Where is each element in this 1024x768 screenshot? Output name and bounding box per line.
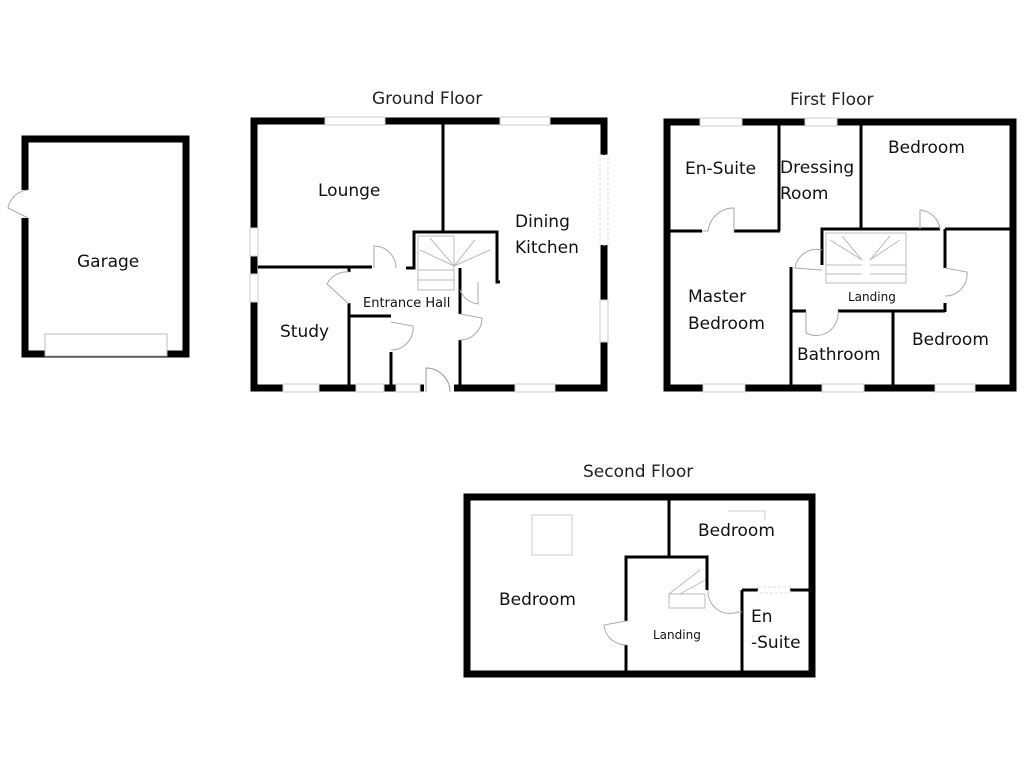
- door-icon: [805, 310, 839, 336]
- door-icon: [794, 248, 823, 271]
- window-icon: [514, 383, 556, 393]
- door-icon: [373, 245, 397, 269]
- stair-wall: [624, 555, 709, 621]
- staircase-icon: [417, 235, 491, 291]
- bedroom-small-label: Bedroom: [698, 521, 775, 541]
- door-icon: [919, 209, 941, 230]
- window-icon: [249, 273, 259, 303]
- staircase-icon: [668, 569, 706, 609]
- second-floor-outer-walls: [463, 493, 816, 678]
- second-landing-label: Landing: [653, 628, 701, 642]
- garage-side-door-gap: [20, 190, 30, 218]
- bifold-door-icon: [599, 154, 609, 246]
- skylight-icon: [728, 510, 766, 520]
- first-floor-title: First Floor: [790, 90, 874, 110]
- garage-side-door-icon: [7, 189, 29, 219]
- window-icon: [249, 227, 259, 257]
- staircase-icon: [825, 232, 907, 284]
- garage-label: Garage: [77, 252, 140, 272]
- en-suite-2-label-line2: -Suite: [751, 633, 801, 653]
- window-icon: [821, 383, 865, 393]
- front-door-gap: [424, 382, 454, 392]
- bathroom-label: Bathroom: [797, 345, 881, 365]
- window-icon: [599, 299, 609, 343]
- door-icon: [326, 271, 350, 305]
- window-icon: [702, 383, 746, 393]
- window-icon: [804, 117, 838, 127]
- door-icon: [459, 282, 479, 305]
- first-landing-label: Landing: [848, 290, 896, 304]
- window-icon: [699, 117, 743, 127]
- window-icon: [934, 383, 976, 393]
- dining-kitchen-label-line1: Dining: [515, 212, 570, 232]
- window-icon: [395, 383, 421, 393]
- window-icon: [282, 383, 320, 393]
- door-icon: [944, 267, 968, 297]
- bedroom-front-label: Bedroom: [888, 138, 965, 158]
- study-label: Study: [280, 322, 330, 342]
- door-icon: [707, 589, 742, 615]
- lounge-label: Lounge: [318, 181, 381, 201]
- dining-kitchen-label-line2: Kitchen: [515, 238, 579, 258]
- skylight-icon: [531, 514, 573, 556]
- garage-plan: [7, 135, 190, 358]
- entrance-hall-label: Entrance Hall: [363, 296, 451, 311]
- door-icon: [702, 207, 735, 232]
- ground-floor-plan: [249, 116, 609, 393]
- second-floor-plan: [463, 493, 816, 678]
- window-icon: [499, 116, 551, 126]
- bedroom-rear-label: Bedroom: [912, 330, 989, 350]
- window-icon: [355, 383, 385, 393]
- en-suite-2-label-line1: En: [751, 607, 773, 627]
- master-bedroom-label-line2: Bedroom: [688, 314, 765, 334]
- front-door-icon: [425, 367, 451, 393]
- door-icon: [603, 620, 627, 646]
- stair-wall: [820, 227, 940, 265]
- sliding-door-icon: [757, 586, 791, 594]
- stair-wall: [406, 230, 500, 284]
- door-icon: [459, 313, 483, 341]
- en-suite-label: En-Suite: [685, 159, 757, 179]
- bedroom-large-label: Bedroom: [499, 590, 576, 610]
- first-floor-plan: [663, 117, 1017, 393]
- garage-vehicle-door: [44, 333, 168, 357]
- second-floor-title: Second Floor: [583, 462, 694, 482]
- door-icon: [390, 321, 414, 351]
- master-bedroom-label-line1: Master: [688, 287, 747, 307]
- garage-walls: [21, 135, 190, 358]
- window-icon: [324, 116, 386, 126]
- ground-floor-title: Ground Floor: [372, 89, 483, 109]
- dressing-room-label-line2: Room: [780, 184, 829, 204]
- dressing-room-label-line1: Dressing: [780, 158, 855, 178]
